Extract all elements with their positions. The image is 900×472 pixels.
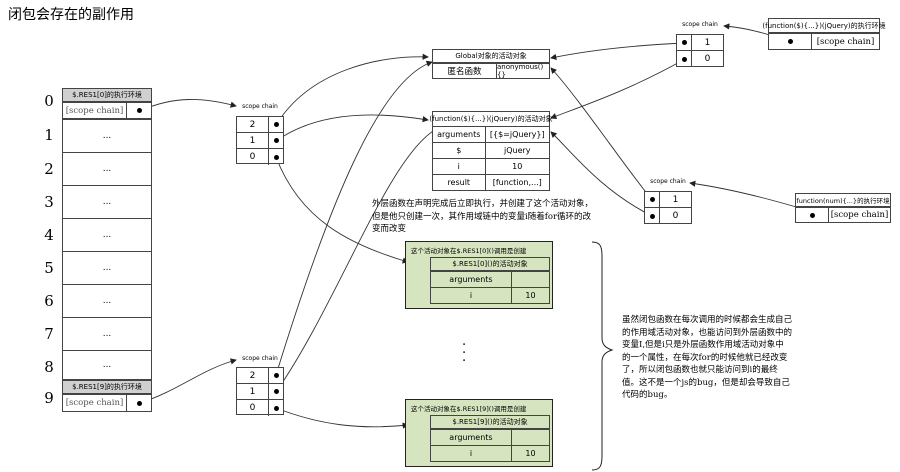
index-label: 7 — [44, 325, 54, 343]
outer-env-scope-chain: [scope chain] — [768, 33, 880, 50]
box-caption: 这个活动对象在$.RES1[9]()调用是创建 — [411, 405, 527, 413]
activation-value: [{$=jQuery}] — [484, 126, 551, 143]
pointer-dot — [273, 373, 279, 378]
activation-key: i — [430, 445, 512, 462]
vertical-ellipsis: · · · — [462, 338, 467, 369]
array-cell-1: ... — [62, 119, 152, 153]
scope-index: 0 — [249, 403, 256, 413]
pointer-dot — [787, 39, 793, 44]
activation-key: result — [432, 174, 486, 191]
pointer-dot — [136, 108, 142, 113]
pointer-dot — [681, 56, 687, 62]
index-label: 3 — [44, 193, 54, 211]
pointer-dot — [136, 400, 142, 406]
pointer-dot — [649, 213, 655, 219]
scope-chain-title: scope chain — [650, 178, 686, 185]
activation-value: 10 — [484, 158, 551, 175]
num-env-scope-chain: [scope chain] — [795, 207, 891, 223]
index-label: 9 — [44, 389, 54, 407]
activation-value: [function,...] — [484, 174, 551, 191]
box-header: $.RES1[9]()的活动对象 — [430, 415, 550, 429]
pointer-dot — [649, 197, 655, 202]
pointer-dot — [273, 138, 279, 143]
activation-box-9: 这个活动对象在$.RES1[9]()调用是创建 $.RES1[9]()的活动对象… — [405, 399, 553, 467]
pointer-dot — [273, 389, 279, 394]
scope-index: 1 — [249, 135, 256, 146]
global-value: anonymous(){} — [496, 63, 549, 79]
index-label: 4 — [44, 226, 54, 244]
activation-key: arguments — [430, 271, 512, 288]
diagram-title: 闭包会存在的副作用 — [8, 7, 134, 23]
array-cell-8: ... — [62, 350, 152, 380]
activation-value — [510, 429, 551, 446]
box-header: $.RES1[0]()的活动对象 — [430, 257, 550, 271]
global-key: 匿名函数 — [447, 67, 482, 77]
activation-value: 10 — [510, 287, 551, 304]
activation-key: $ — [432, 142, 486, 159]
scope-index: 0 — [249, 152, 256, 162]
array-cell-6: ... — [62, 284, 152, 318]
env9-header: $.RES1[9]的执行环境 — [62, 380, 152, 394]
env0-header: $.RES1[0]的执行环境 — [62, 88, 152, 102]
scope-chain-label: [scope chain] — [816, 36, 875, 47]
index-label: 8 — [44, 358, 54, 376]
env0-scope-chain: [scope chain] — [62, 102, 152, 119]
index-label: 2 — [44, 160, 54, 178]
outer-env-header: (function($){...})(jQuery)的执行环境 — [762, 18, 886, 33]
scope-chain-label: [scope chain] — [830, 210, 889, 220]
scope-index: 2 — [249, 119, 256, 130]
array-cell-4: ... — [62, 218, 152, 252]
pointer-dot — [273, 122, 279, 127]
activation-key: arguments — [430, 429, 512, 446]
box-caption: 这个活动对象在$.RES1[0]()调用是创建 — [411, 247, 527, 255]
scope-index: 0 — [672, 211, 679, 221]
pointer-dot — [273, 405, 279, 411]
scope-chain-title: scope chain — [682, 21, 718, 28]
scope-index: 1 — [672, 194, 679, 205]
scope-chain-title: scope chain — [242, 355, 278, 362]
index-label: 5 — [44, 259, 54, 277]
array-cell-5: ... — [62, 251, 152, 285]
outer-activation-header: (function($){...})(jQuery)的活动对象 — [429, 111, 553, 127]
activation-key: arguments — [432, 126, 486, 143]
right-note: 虽然闭包函数在每次调用的时候都会生成自己的作用域活动对象，也能访问到外层函数中的… — [622, 315, 793, 400]
num-env-header: function(num){...}的执行环境 — [795, 193, 891, 207]
array-cell-2: ... — [62, 152, 152, 186]
scope-chain-right-mid: 1 0 — [644, 191, 692, 224]
scope-index: 1 — [704, 37, 711, 48]
outer-note: 外层函数在声明完成后立即执行，并创建了这个活动对象，但是他只创建一次，其作用域链… — [372, 199, 594, 234]
scope-chain-title: scope chain — [242, 103, 278, 110]
activation-key: i — [432, 158, 486, 175]
scope-chain-bottom: 2 1 0 — [236, 367, 284, 416]
activation-value: jQuery — [484, 142, 551, 159]
pointer-dot — [681, 40, 687, 45]
index-label: 0 — [44, 92, 54, 110]
global-object-header: Global对象的活动对象 — [432, 49, 550, 63]
scope-index: 0 — [704, 54, 711, 64]
scope-chain-label: [scope chain] — [65, 398, 124, 408]
scope-index: 2 — [249, 370, 256, 381]
pointer-dot — [273, 154, 279, 160]
activation-key: i — [430, 287, 512, 304]
global-object-row: 匿名函数 anonymous(){} — [432, 63, 550, 79]
pointer-dot — [809, 212, 815, 218]
scope-index: 1 — [249, 386, 256, 397]
array-cell-7: ... — [62, 317, 152, 351]
index-label: 6 — [44, 292, 54, 310]
index-label: 1 — [44, 126, 54, 144]
scope-chain-top: 2 1 0 — [236, 116, 284, 165]
scope-chain-label: [scope chain] — [65, 105, 124, 116]
env9-scope-chain: [scope chain] — [62, 394, 152, 412]
activation-box-0: 这个活动对象在$.RES1[0]()调用是创建 $.RES1[0]()的活动对象… — [405, 241, 553, 309]
scope-chain-right-top: 1 0 — [676, 34, 724, 67]
activation-value: 10 — [510, 445, 551, 462]
activation-value — [510, 271, 551, 288]
array-cell-3: ... — [62, 185, 152, 219]
